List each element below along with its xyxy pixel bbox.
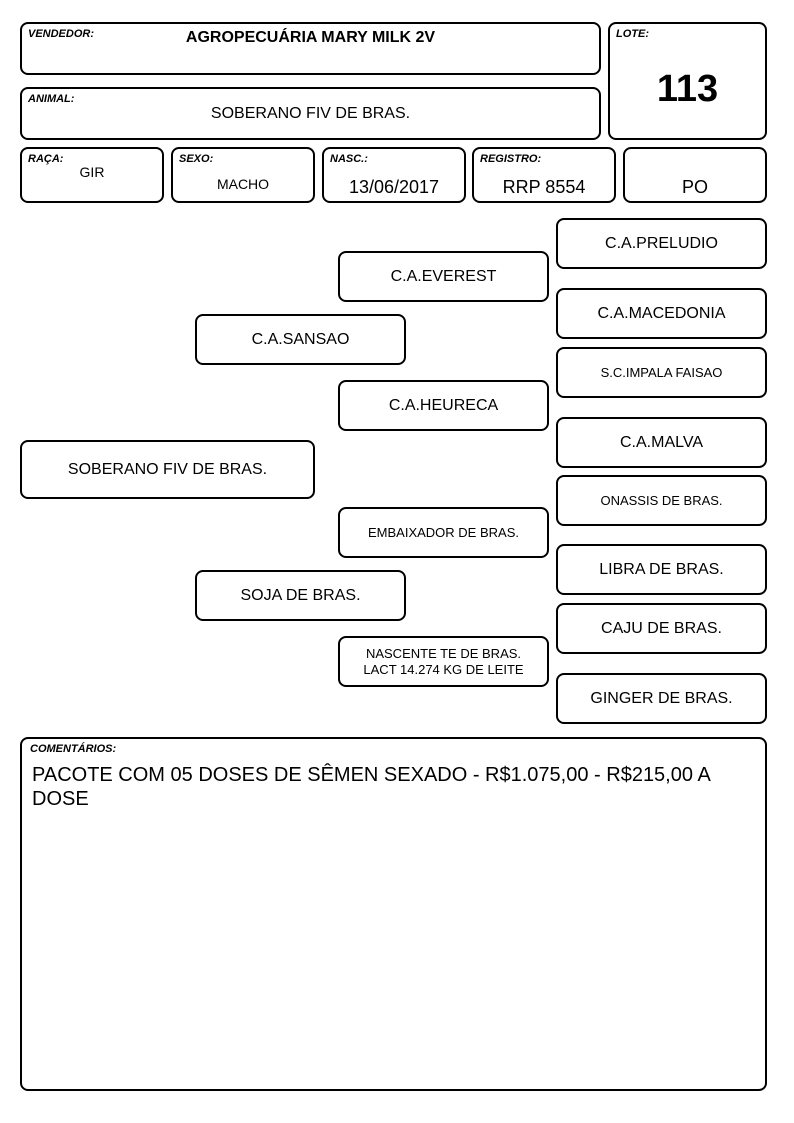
- registro-value: RRP 8554: [502, 177, 586, 197]
- pedigree-ssd: C.A.MACEDONIA: [556, 288, 767, 339]
- pedigree-sss: C.A.PRELUDIO: [556, 218, 767, 269]
- pedigree-ddd-name: GINGER DE BRAS.: [590, 690, 733, 707]
- raca-box: RAÇA: GIR: [20, 147, 164, 203]
- pedigree-sdd-name: C.A.MALVA: [620, 434, 703, 451]
- pedigree-dam-dam-name: NASCENTE TE DE BRAS.: [365, 645, 522, 661]
- sexo-label: SEXO:: [179, 153, 214, 165]
- pedigree-dss-name: ONASSIS DE BRAS.: [600, 493, 723, 508]
- categoria-box: PO: [623, 147, 767, 203]
- pedigree-sire-sire-name: C.A.EVEREST: [390, 268, 497, 285]
- pedigree-dss: ONASSIS DE BRAS.: [556, 475, 767, 526]
- registro-label: REGISTRO:: [480, 153, 542, 165]
- comments-text: PACOTE COM 05 DOSES DE SÊMEN SEXADO - R$…: [32, 764, 710, 810]
- pedigree-ddd: GINGER DE BRAS.: [556, 673, 767, 724]
- pedigree-sire-name: C.A.SANSAO: [251, 331, 350, 348]
- pedigree-dam-sire-name: EMBAIXADOR DE BRAS.: [368, 525, 519, 540]
- pedigree-dsd-name: LIBRA DE BRAS.: [599, 561, 724, 578]
- sexo-box: SEXO: MACHO: [171, 147, 315, 203]
- lote-box: LOTE: 113: [608, 22, 767, 140]
- pedigree-sds-name: S.C.IMPALA FAISAO: [600, 365, 723, 380]
- categoria-value: PO: [681, 177, 708, 197]
- nasc-label: NASC.:: [330, 153, 368, 165]
- pedigree-sds: S.C.IMPALA FAISAO: [556, 347, 767, 398]
- animal-label: ANIMAL:: [28, 93, 75, 105]
- pedigree-dds-name: CAJU DE BRAS.: [601, 620, 722, 637]
- lote-label: LOTE:: [616, 28, 649, 40]
- vendedor-label: VENDEDOR:: [28, 28, 95, 40]
- vendedor-box: VENDEDOR: AGROPECUÁRIA MARY MILK 2V: [20, 22, 601, 75]
- raca-label: RAÇA:: [28, 153, 64, 165]
- animal-value: SOBERANO FIV DE BRAS.: [210, 105, 411, 122]
- registro-box: REGISTRO: RRP 8554: [472, 147, 616, 203]
- pedigree-sire-sire: C.A.EVEREST: [338, 251, 549, 302]
- nasc-box: NASC.: 13/06/2017: [322, 147, 466, 203]
- pedigree-ssd-name: C.A.MACEDONIA: [597, 305, 726, 322]
- lote-value: 113: [656, 68, 719, 110]
- pedigree-sire-dam-name: C.A.HEURECA: [388, 397, 499, 414]
- pedigree-dam-dam: NASCENTE TE DE BRAS. LACT 14.274 KG DE L…: [338, 636, 549, 687]
- pedigree-dam: SOJA DE BRAS.: [195, 570, 406, 621]
- pedigree-dds: CAJU DE BRAS.: [556, 603, 767, 654]
- sexo-value: MACHO: [216, 176, 270, 192]
- comments-box: COMENTÁRIOS: PACOTE COM 05 DOSES DE SÊME…: [20, 737, 767, 1091]
- pedigree-sdd: C.A.MALVA: [556, 417, 767, 468]
- pedigree-sire-dam: C.A.HEURECA: [338, 380, 549, 431]
- pedigree-sss-name: C.A.PRELUDIO: [605, 235, 718, 252]
- pedigree-dam-name: SOJA DE BRAS.: [240, 587, 361, 604]
- pedigree-animal-name: SOBERANO FIV DE BRAS.: [67, 461, 268, 478]
- pedigree-dam-sire: EMBAIXADOR DE BRAS.: [338, 507, 549, 558]
- pedigree-dsd: LIBRA DE BRAS.: [556, 544, 767, 595]
- animal-box: ANIMAL: SOBERANO FIV DE BRAS.: [20, 87, 601, 140]
- vendedor-value: AGROPECUÁRIA MARY MILK 2V: [185, 29, 436, 46]
- pedigree-animal: SOBERANO FIV DE BRAS.: [20, 440, 315, 499]
- raca-value: GIR: [79, 164, 105, 180]
- pedigree-dam-dam-lactation: LACT 14.274 KG DE LEITE: [363, 661, 524, 677]
- pedigree-sire: C.A.SANSAO: [195, 314, 406, 365]
- comments-label: COMENTÁRIOS:: [30, 743, 117, 755]
- nasc-value: 13/06/2017: [348, 177, 440, 197]
